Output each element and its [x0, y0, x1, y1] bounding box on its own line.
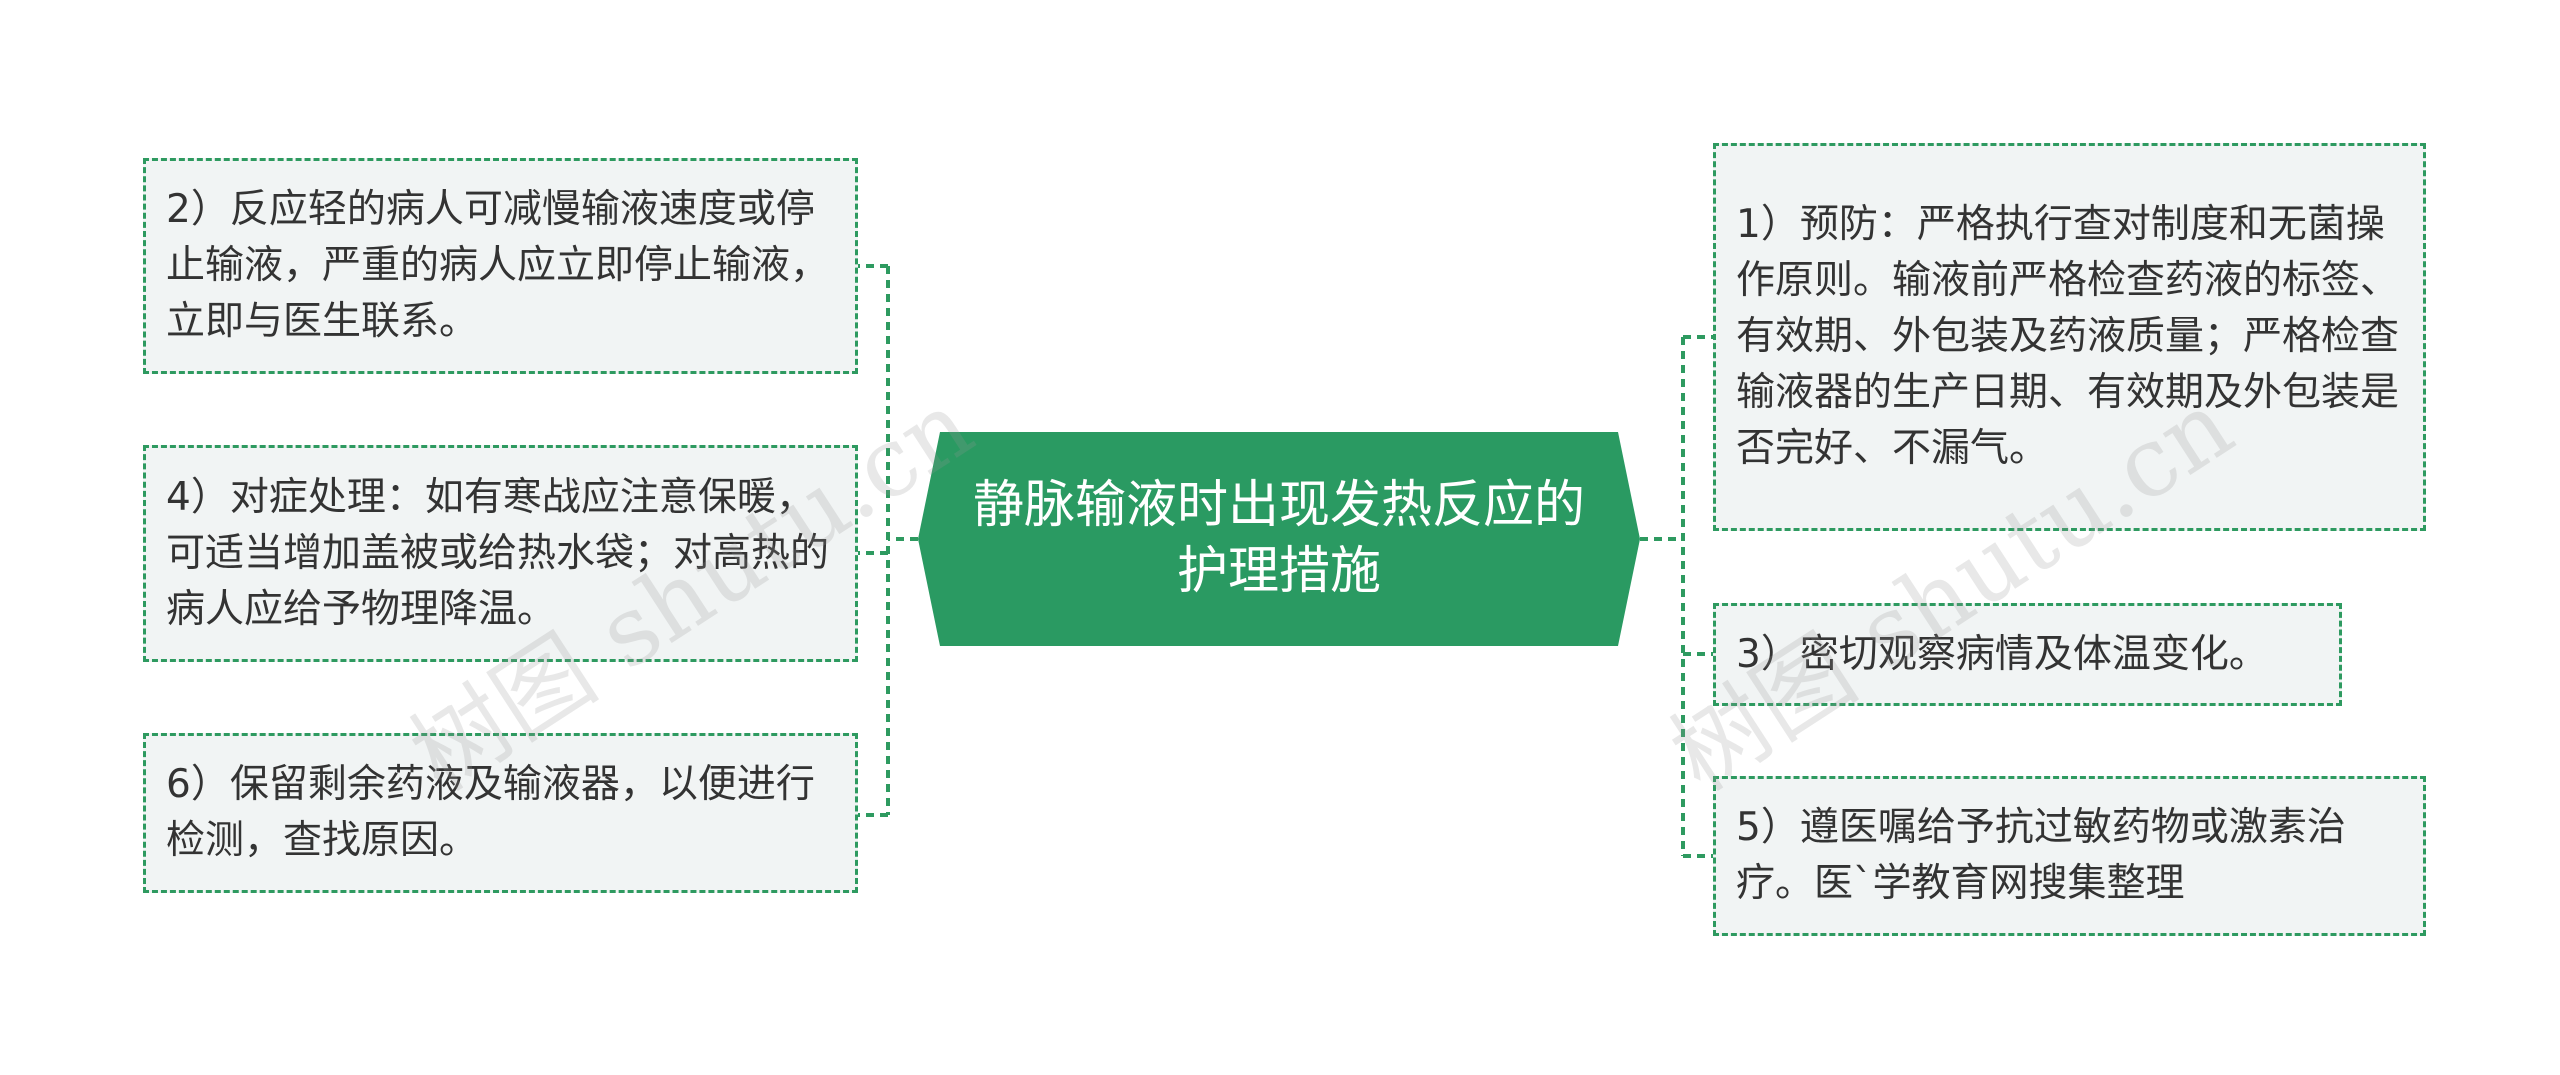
topic-node-text: 3）密切观察病情及体温变化。 [1736, 631, 2268, 677]
central-topic-shape [918, 432, 1640, 646]
topic-node-left-1[interactable]: 2）反应轻的病人可减慢输液速度或停止输液，严重的病人应立即停止输液，立即与医生联… [143, 158, 858, 374]
topic-node-text: 4）对症处理：如有寒战应注意保暖，可适当增加盖被或给热水袋；对高热的病人应给予物… [166, 474, 830, 632]
topic-node-right-3[interactable]: 5）遵医嘱给予抗过敏药物或激素治疗。医`学教育网搜集整理 [1713, 776, 2426, 936]
topic-node-right-2[interactable]: 3）密切观察病情及体温变化。 [1713, 603, 2342, 706]
topic-node-text: 5）遵医嘱给予抗过敏药物或激素治疗。医`学教育网搜集整理 [1736, 805, 2346, 906]
topic-node-text: 6）保留剩余药液及输液器，以便进行检测，查找原因。 [166, 762, 815, 863]
topic-node-left-2[interactable]: 4）对症处理：如有寒战应注意保暖，可适当增加盖被或给热水袋；对高热的病人应给予物… [143, 445, 858, 662]
central-topic[interactable]: 静脉输液时出现发热反应的护理措施 [918, 432, 1640, 646]
topic-node-text: 1）预防：严格执行查对制度和无菌操作原则。输液前严格检查药液的标签、有效期、外包… [1736, 202, 2400, 471]
topic-node-left-3[interactable]: 6）保留剩余药液及输液器，以便进行检测，查找原因。 [143, 733, 858, 893]
topic-node-text: 2）反应轻的病人可减慢输液速度或停止输液，严重的病人应立即停止输液，立即与医生联… [166, 187, 830, 344]
central-topic-text: 静脉输液时出现发热反应的护理措施 [972, 476, 1585, 601]
topic-node-right-1[interactable]: 1）预防：严格执行查对制度和无菌操作原则。输液前严格检查药液的标签、有效期、外包… [1713, 143, 2426, 531]
